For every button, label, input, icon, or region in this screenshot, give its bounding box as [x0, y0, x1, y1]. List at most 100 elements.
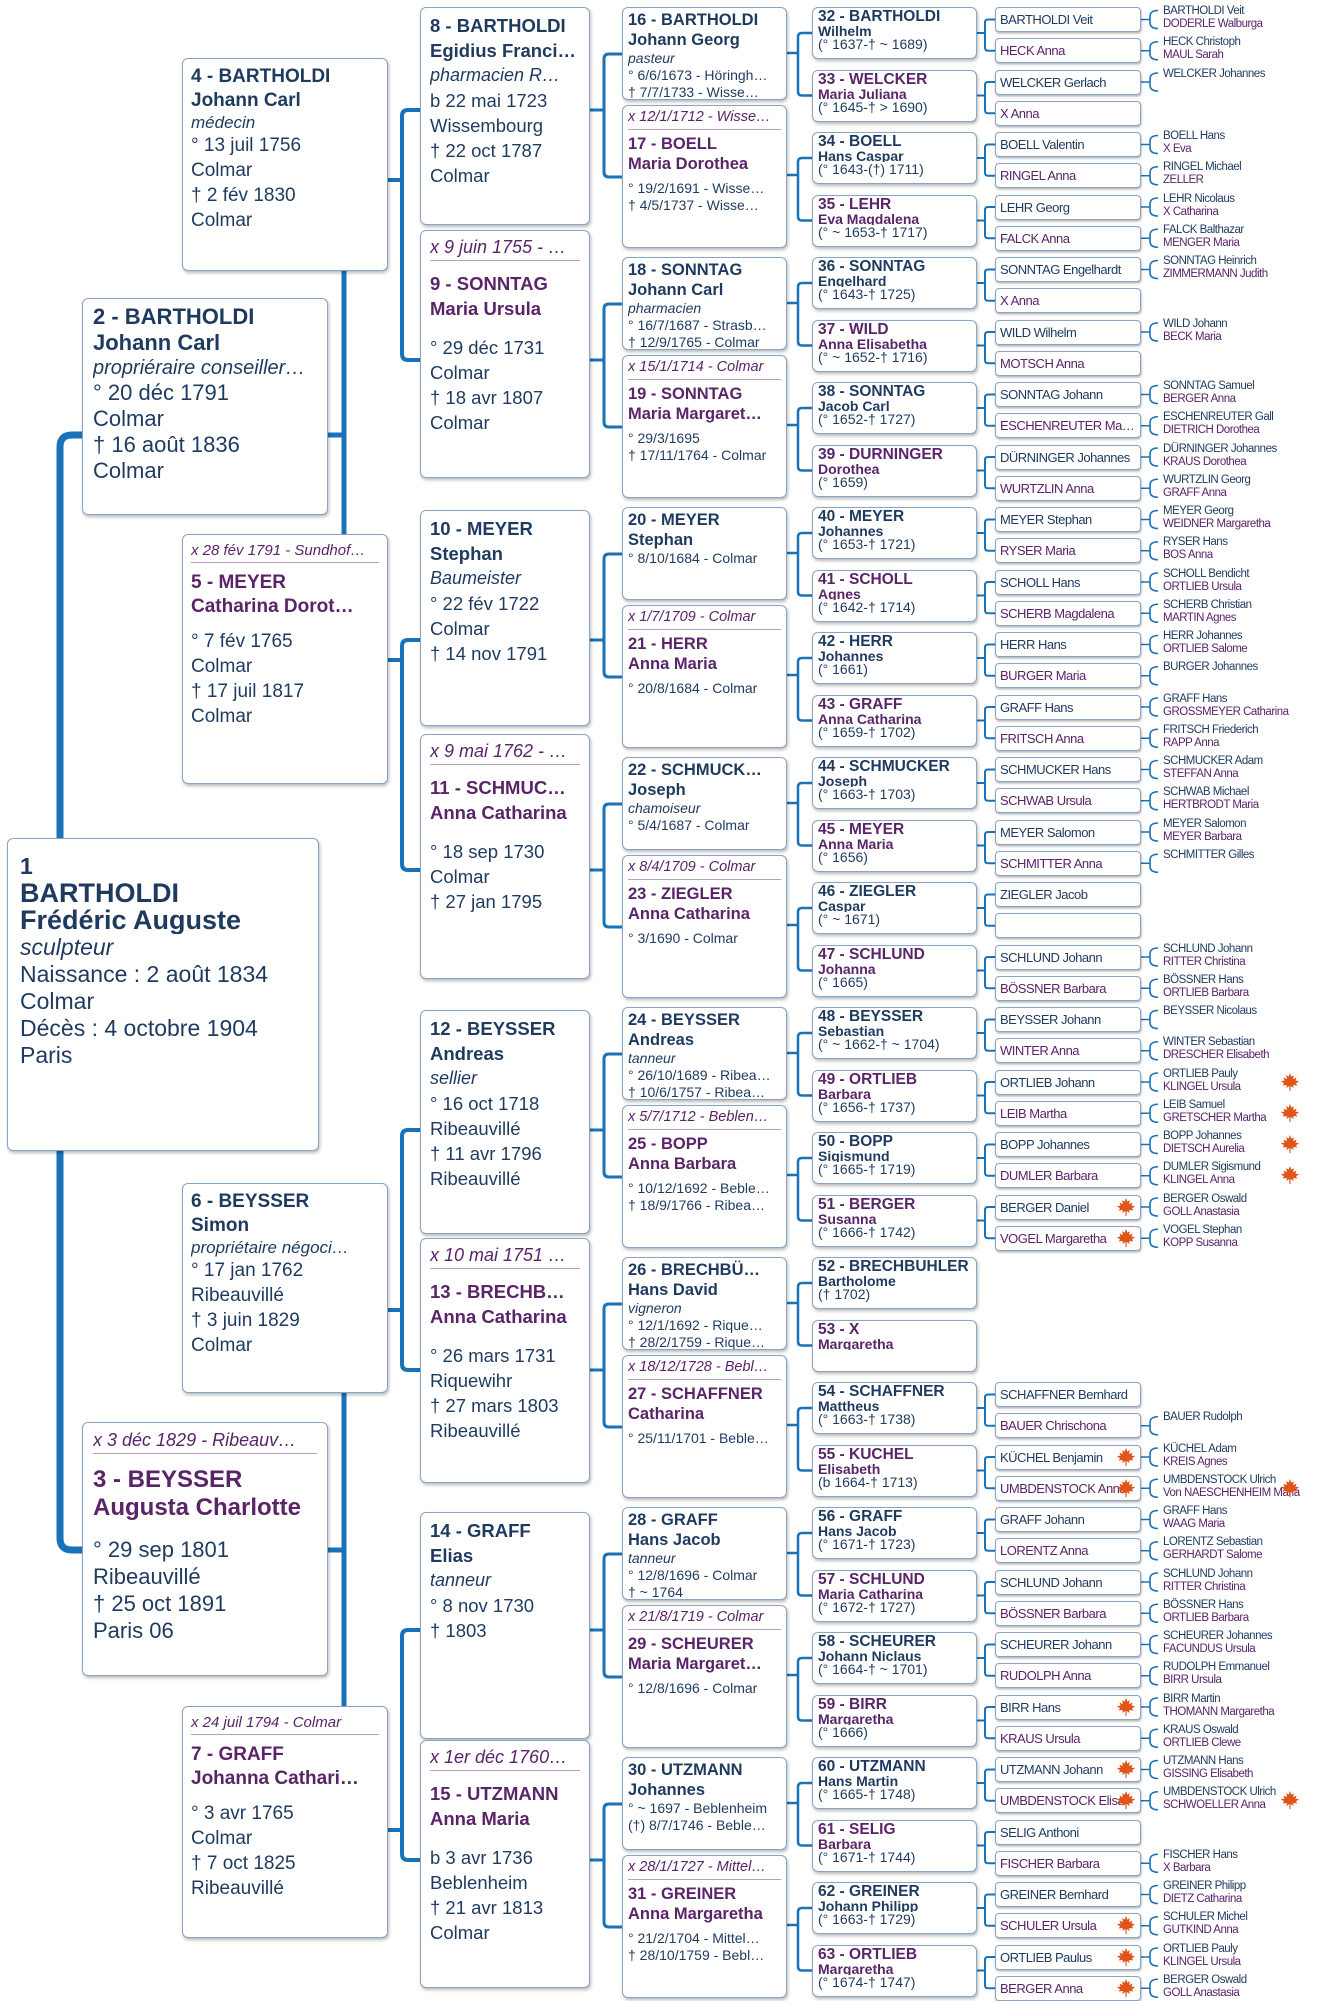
ancestor-card-85[interactable]: BURGER Maria	[995, 663, 1141, 689]
ancestor-card-109[interactable]: BAUER Chrischona	[995, 1413, 1141, 1439]
ancestor-card-87[interactable]: FRITSCH Anna	[995, 725, 1141, 751]
ancestor-card-97[interactable]: WINTER Anna	[995, 1038, 1141, 1064]
ancestor-card-108[interactable]: SCHAFFNER Bernhard	[995, 1382, 1141, 1407]
person-card-13[interactable]: x 10 mai 1751 …13 - BRECHB…Anna Catharin…	[420, 1238, 590, 1483]
ancestor-card-75[interactable]: MOTSCH Anna	[995, 350, 1141, 376]
ancestor-card-90[interactable]: MEYER Salomon	[995, 819, 1141, 845]
ancestor-card-77[interactable]: ESCHENREUTER Mar…	[995, 413, 1141, 439]
ancestor-card-111[interactable]: UMBDENSTOCK Anna	[995, 1475, 1141, 1501]
ancestor-card-102[interactable]: BERGER Daniel	[995, 1194, 1141, 1220]
ancestor-card-112[interactable]: GRAFF Johann	[995, 1507, 1141, 1532]
ancestor-card-74[interactable]: WILD Wilhelm	[995, 319, 1141, 345]
ancestor-card-127[interactable]: BERGER Anna	[995, 1975, 1141, 2001]
ancestor-card-86[interactable]: GRAFF Hans	[995, 694, 1141, 720]
ancestor-card-119[interactable]: KRAUS Ursula	[995, 1725, 1141, 1751]
ancestor-card-79[interactable]: WURTZLIN Anna	[995, 475, 1141, 501]
ancestor-card-100[interactable]: BOPP Johannes	[995, 1132, 1141, 1157]
ancestor-card-91[interactable]: SCHMITTER Anna	[995, 850, 1141, 876]
ancestor-card-125[interactable]: SCHULER Ursula	[995, 1913, 1141, 1939]
person-card-11[interactable]: x 9 mai 1762 - …11 - SCHMUC…Anna Cathari…	[420, 734, 590, 979]
ancestor-card-95[interactable]: BÖSSNER Barbara	[995, 975, 1141, 1001]
ancestor-card-123[interactable]: FISCHER Barbara	[995, 1850, 1141, 1876]
ancestor-card-124[interactable]: GREINER Bernhard	[995, 1882, 1141, 1907]
ancestor-card-93[interactable]	[995, 913, 1141, 939]
ancestor-card-126[interactable]: ORTLIEB Paulus	[995, 1944, 1141, 1970]
ancestor-card-101[interactable]: DUMLER Barbara	[995, 1163, 1141, 1189]
ancestor-card-121[interactable]: UMBDENSTOCK Elisa	[995, 1788, 1141, 1814]
ancestor-card-78[interactable]: DÜRNINGER Johannes	[995, 444, 1141, 470]
ancestor-card-103[interactable]: VOGEL Margaretha	[995, 1225, 1141, 1251]
ancestor-card-73[interactable]: X Anna	[995, 288, 1141, 314]
ancestor-card-65[interactable]: HECK Anna	[995, 38, 1141, 64]
ancestor-card-68[interactable]: BOELL Valentin	[995, 132, 1141, 157]
ancestor-card-118[interactable]: BIRR Hans	[995, 1694, 1141, 1720]
ancestor-card-76[interactable]: SONNTAG Johann	[995, 382, 1141, 407]
ancestor-card-115[interactable]: BÖSSNER Barbara	[995, 1600, 1141, 1626]
ancestor-card-98[interactable]: ORTLIEB Johann	[995, 1069, 1141, 1095]
ancestor-card-72[interactable]: SONNTAG Engelhardt	[995, 257, 1141, 282]
ancestor-card-94[interactable]: SCHLUND Johann	[995, 944, 1141, 970]
ancestor-card-67[interactable]: X Anna	[995, 100, 1141, 126]
ancestor-card-88[interactable]: SCHMUCKER Hans	[995, 757, 1141, 782]
ancestor-card-110[interactable]: KÜCHEL Benjamin	[995, 1444, 1141, 1470]
ancestor-card-116[interactable]: SCHEURER Johann	[995, 1632, 1141, 1657]
ancestor-card-70[interactable]: LEHR Georg	[995, 194, 1141, 220]
ancestor-card-113[interactable]: LORENTZ Anna	[995, 1538, 1141, 1564]
ancestor-card-66[interactable]: WELCKER Gerlach	[995, 69, 1141, 95]
ancestor-card-99[interactable]: LEIB Martha	[995, 1100, 1141, 1126]
ancestor-card-71[interactable]: FALCK Anna	[995, 225, 1141, 251]
ancestor-card-81[interactable]: RYSER Maria	[995, 538, 1141, 564]
ancestor-card-122[interactable]: SELIG Anthoni	[995, 1819, 1141, 1845]
ancestor-card-114[interactable]: SCHLUND Johann	[995, 1569, 1141, 1595]
